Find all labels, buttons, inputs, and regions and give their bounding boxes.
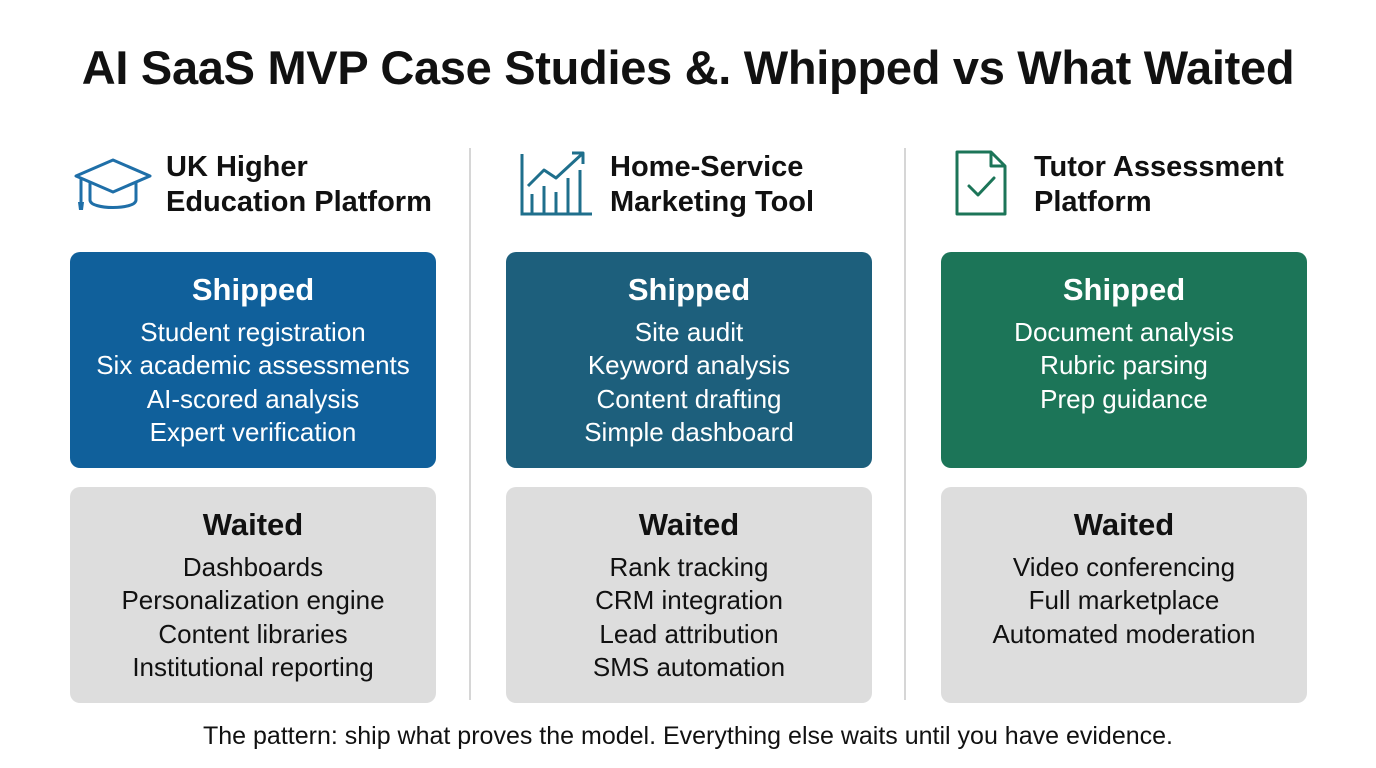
graduation-cap-icon [72,148,152,218]
waited-heading: Waited [1073,507,1175,542]
list-item: Lead attribution [599,618,779,649]
column-title-line1: Tutor Assessment [1034,151,1284,183]
shipped-heading: Shipped [191,272,315,307]
list-item: Document analysis [1014,317,1234,347]
list-item: Full marketplace [1028,585,1220,616]
column-title: UK Higher Education Platform [166,150,432,220]
column-title-line2: Platform [1034,186,1152,218]
column-header: Tutor Assessment Platform [941,148,1321,228]
column-divider [469,148,471,700]
list-item: Expert verification [149,417,357,448]
shipped-box: Shipped Document analysis Rubric parsing… [941,252,1307,468]
list-item: Content drafting [596,383,782,414]
waited-heading: Waited [638,507,740,542]
bar-chart-trend-icon [516,148,596,218]
column-title-line2: Education Platform [166,186,432,218]
waited-list: Dashboards Personalization engine Conten… [70,551,436,685]
column-title: Tutor Assessment Platform [1034,150,1284,220]
list-item: Site audit [634,317,744,347]
column-title: Home-Service Marketing Tool [610,150,814,220]
shipped-heading: Shipped [627,272,751,307]
waited-box: Waited Dashboards Personalization engine… [70,487,436,703]
list-item: Institutional reporting [132,652,374,683]
list-item: SMS automation [592,652,786,683]
list-item: Video conferencing [1012,552,1236,582]
waited-heading: Waited [202,507,304,542]
column-title-line1: UK Higher [166,151,308,183]
waited-list: Rank tracking CRM integration Lead attri… [506,551,872,685]
list-item: Dashboards [182,552,324,582]
shipped-list: Document analysis Rubric parsing Prep gu… [941,316,1307,416]
list-item: Keyword analysis [587,350,791,381]
page-title: AI SaaS MVP Case Studies &. Whipped vs W… [81,41,1295,94]
list-item: Rubric parsing [1040,350,1208,381]
list-item: Personalization engine [121,585,385,616]
waited-box: Waited Rank tracking CRM integration Lea… [506,487,872,703]
footer-caption: The pattern: ship what proves the model.… [203,722,1173,750]
shipped-box: Shipped Student registration Six academi… [70,252,436,468]
shipped-box: Shipped Site audit Keyword analysis Cont… [506,252,872,468]
list-item: Automated moderation [992,618,1256,649]
list-item: AI-scored analysis [146,383,360,414]
column-title-line2: Marketing Tool [610,186,815,218]
list-item: Content libraries [158,618,348,649]
column-header: UK Higher Education Platform [70,148,450,228]
column-divider [904,148,906,700]
waited-box: Waited Video conferencing Full marketpla… [941,487,1307,703]
list-item: Six academic assessments [96,350,410,381]
shipped-heading: Shipped [1062,272,1186,307]
column-header: Home-Service Marketing Tool [506,148,886,228]
waited-list: Video conferencing Full marketplace Auto… [941,551,1307,651]
column-title-line1: Home-Service [610,151,804,183]
list-item: CRM integration [595,585,783,616]
shipped-list: Student registration Six academic assess… [70,316,436,450]
list-item: Rank tracking [609,552,769,582]
list-item: Prep guidance [1040,383,1208,414]
list-item: Student registration [140,317,366,347]
shipped-list: Site audit Keyword analysis Content draf… [506,316,872,450]
list-item: Simple dashboard [584,417,794,448]
document-check-icon [953,148,1033,218]
